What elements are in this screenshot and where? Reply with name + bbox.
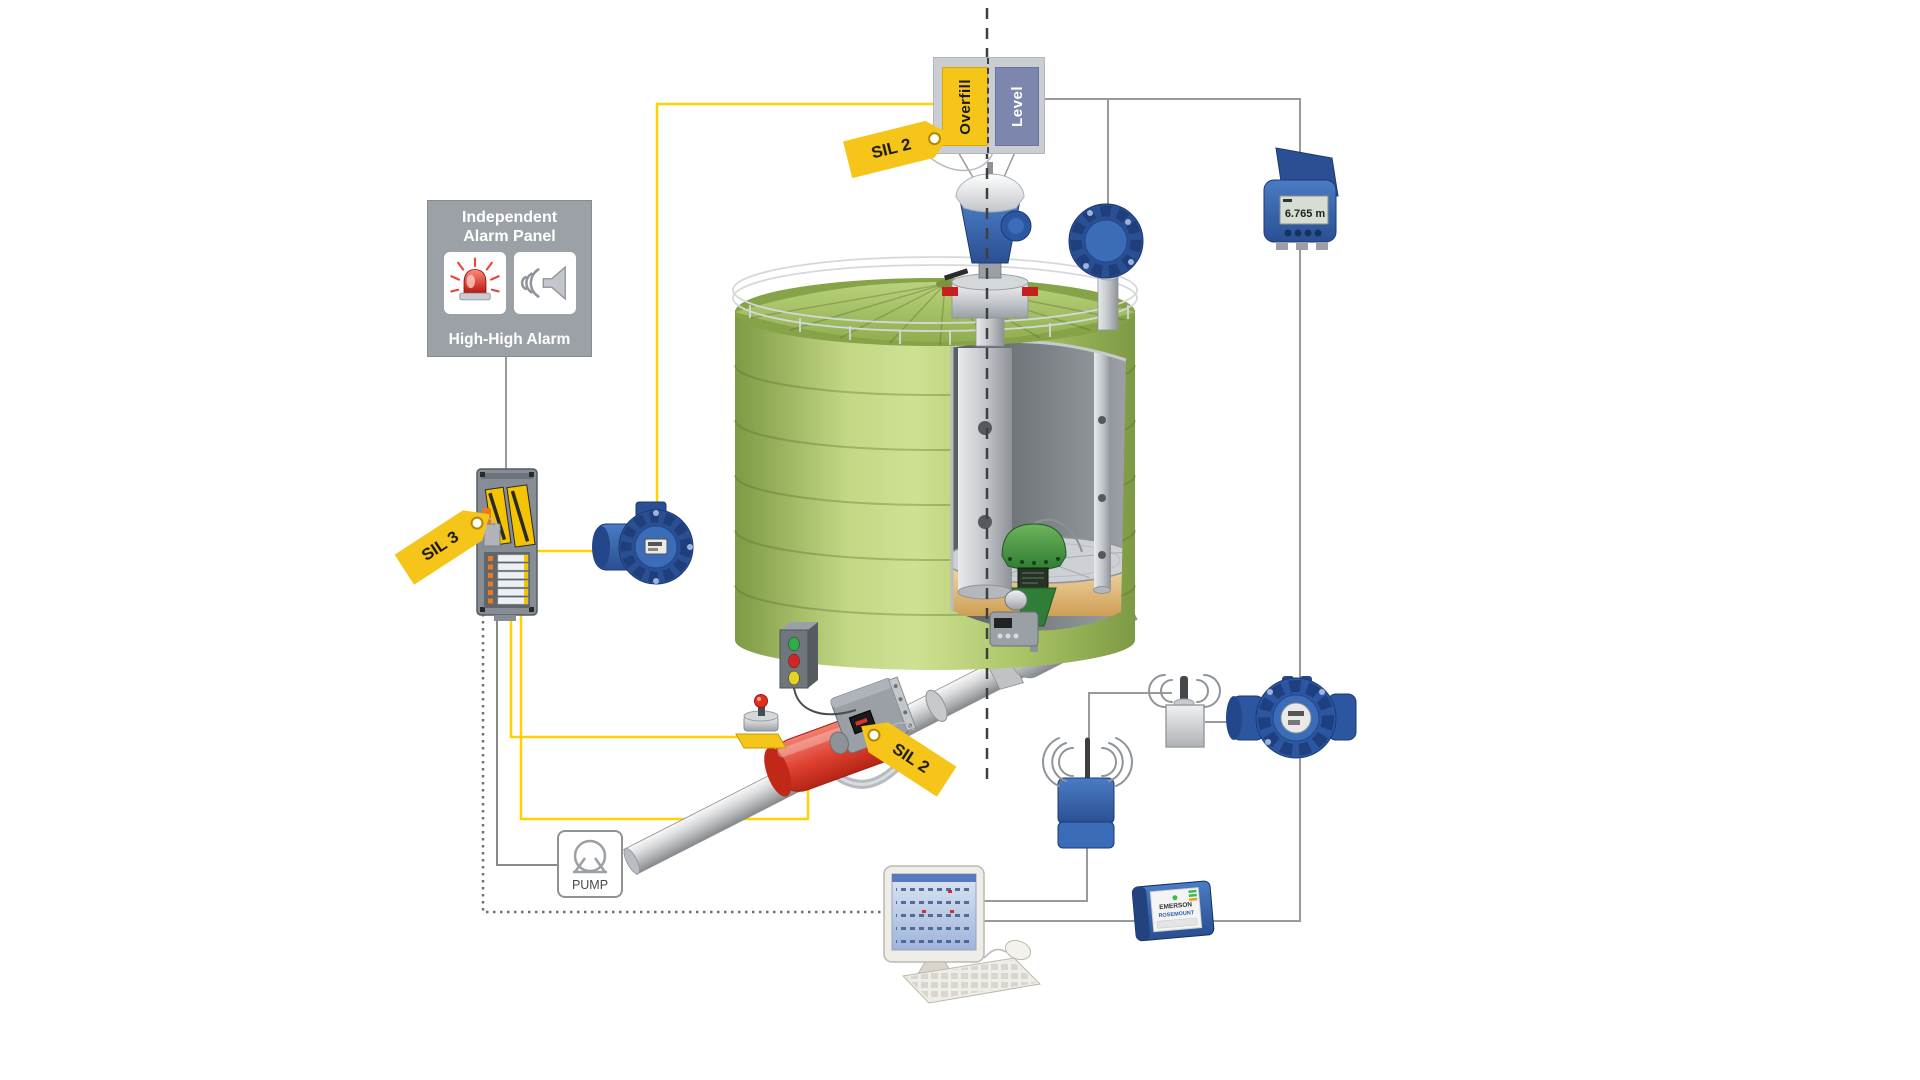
- wireless-waves: [1148, 674, 1221, 708]
- radar-level-transmitter: [942, 162, 1038, 347]
- solver-to-solenoid-line: [509, 600, 741, 739]
- gateway-antenna: [1085, 740, 1090, 780]
- pump-label: PUMP: [572, 878, 608, 892]
- chamber-seal: [1022, 287, 1038, 296]
- tank-handrail: [732, 256, 1138, 345]
- io-cards: [488, 554, 529, 605]
- solenoid-valve: [735, 694, 787, 749]
- panel-dash-line: [987, 58, 989, 153]
- gateway-host-line: [980, 848, 1088, 902]
- station-cable: [793, 687, 857, 716]
- independent-alarm-panel: Independent Alarm Panel: [427, 200, 592, 357]
- overfill-signal-line: [655, 102, 935, 505]
- relay-module: [506, 484, 536, 548]
- alarm-panel-caption: High-High Alarm: [448, 331, 571, 348]
- green-light: [788, 636, 800, 652]
- screen-content: [896, 888, 972, 944]
- sil2-tag-label: SIL 2: [869, 134, 913, 163]
- red-light: [788, 653, 800, 669]
- pressure-transmitter: [1226, 676, 1357, 759]
- overfill-label: Overfill: [956, 78, 974, 135]
- lcd-value: 6.765 m: [1285, 208, 1326, 220]
- overfill-level-panel: Overfill Level: [933, 57, 1045, 154]
- tank-hub: EMERSON ROSEMOUNT: [1131, 880, 1215, 942]
- alarm-panel-title-line2: Alarm Panel: [463, 227, 556, 245]
- yellow-light: [788, 670, 800, 686]
- wireless-waves: [1042, 737, 1133, 787]
- hub-product: ROSEMOUNT: [1158, 910, 1195, 919]
- gateway-link-line: [1088, 692, 1172, 745]
- pump-shutdown-line: [496, 600, 560, 866]
- indicator-station: [779, 622, 857, 716]
- servo-level-gauge: [1068, 203, 1144, 331]
- pipe-flange: [925, 689, 948, 722]
- wireless-gateway: [1042, 737, 1133, 849]
- alarm-beacon-icon: [449, 257, 500, 301]
- level-label: Level: [1008, 86, 1026, 127]
- alarm-horn-icon: [520, 265, 566, 301]
- switch-display: [644, 538, 668, 555]
- transmitter-dome: [955, 173, 1025, 213]
- level-box: Level: [995, 67, 1039, 146]
- hub-brand: EMERSON: [1159, 901, 1193, 911]
- storage-tank: [732, 256, 1138, 670]
- horn-cell: [513, 251, 576, 314]
- guide-pipe: [1094, 350, 1111, 590]
- safety-logic-solver: [476, 468, 538, 621]
- mouse: [1004, 939, 1032, 961]
- solenoid-indicator: [754, 694, 768, 708]
- field-display: 6.765 m: [1263, 147, 1339, 250]
- wireless-adapter: [1148, 674, 1221, 748]
- alarm-panel-title-line1: Independent: [461, 209, 558, 226]
- signal-lines: [481, 98, 1301, 922]
- chamber-handle: [943, 268, 969, 281]
- valve-positioner: [989, 611, 1039, 647]
- pump: PUMP: [557, 830, 623, 898]
- adapter-antenna: [1180, 676, 1188, 706]
- solver-to-valve-line: [519, 600, 810, 821]
- tag-hole: [468, 514, 486, 532]
- engineering-workstation: [883, 865, 1042, 1004]
- tag-hole: [865, 726, 883, 744]
- chamber-seal: [942, 287, 958, 296]
- tag-hole: [927, 130, 943, 146]
- overfill-box: Overfill: [942, 67, 988, 146]
- transmitter-display: [1280, 702, 1312, 734]
- point-level-switch: [592, 501, 694, 585]
- beacon-cell: [443, 251, 506, 314]
- control-valve: [989, 518, 1083, 652]
